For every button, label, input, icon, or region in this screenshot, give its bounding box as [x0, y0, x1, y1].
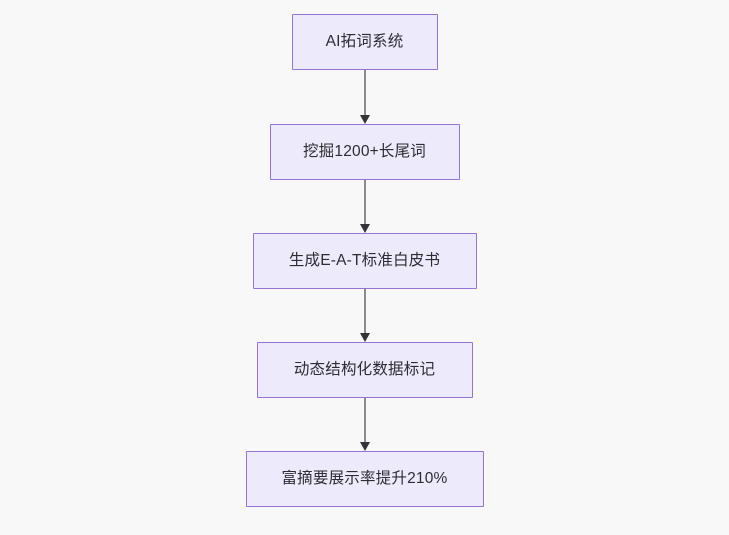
edge-line: [363, 70, 366, 116]
flow-node-dynamic-structured-data-markup[interactable]: 动态结构化数据标记: [256, 342, 473, 398]
flow-edge-arrow-4: [358, 398, 372, 451]
edge-line: [363, 398, 366, 443]
flow-node-label: 富摘要展示率提升210%: [281, 470, 448, 488]
flow-edge-arrow-1: [358, 70, 372, 124]
flow-node-generate-eat-whitepaper[interactable]: 生成E-A-T标准白皮书: [252, 233, 477, 289]
flow-node-label: 挖掘1200+长尾词: [302, 143, 427, 161]
arrowhead-down-icon: [359, 442, 370, 451]
flow-node-ai-keyword-system[interactable]: AI拓词系统: [291, 14, 438, 70]
arrowhead-down-icon: [359, 115, 370, 124]
arrowhead-down-icon: [359, 333, 370, 342]
arrowhead-down-icon: [359, 224, 370, 233]
edge-line: [363, 289, 366, 334]
flow-node-rich-snippet-impression-uplift[interactable]: 富摘要展示率提升210%: [245, 451, 484, 507]
flow-edge-arrow-3: [358, 289, 372, 342]
flow-edge-arrow-2: [358, 180, 372, 233]
flow-node-label: 动态结构化数据标记: [293, 361, 436, 379]
flow-node-mine-longtail-keywords[interactable]: 挖掘1200+长尾词: [269, 124, 460, 180]
edge-line: [363, 180, 366, 225]
flow-node-label: 生成E-A-T标准白皮书: [288, 252, 441, 270]
flow-node-label: AI拓词系统: [325, 33, 404, 51]
